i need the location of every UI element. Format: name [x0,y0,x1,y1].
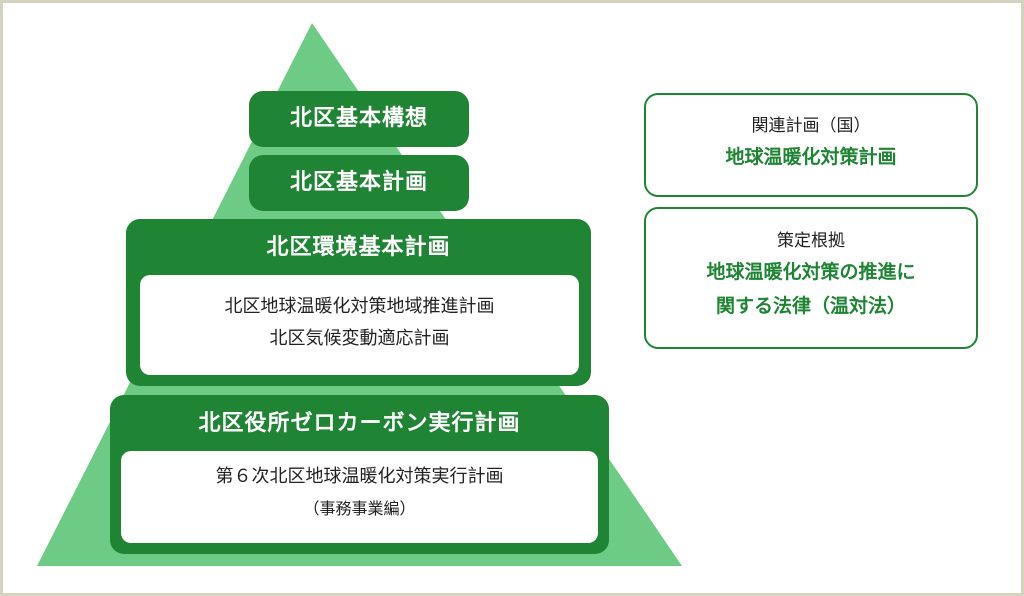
basis-value-line: 関する法律（温対法） [715,295,906,317]
related-label: 関連計画（国） [751,116,871,136]
related-plan-box: 関連計画（国） 地球温暖化対策計画 [644,93,978,197]
level-label: 北区基本計画 [289,170,428,195]
basis-label: 策定根拠 [777,231,845,251]
level-environment-plan: 北区環境基本計画 北区地球温暖化対策地域推進計画 北区気候変動適応計画 [126,219,591,386]
legal-basis-box: 策定根拠 地球温暖化対策の推進に 関する法律（温対法） [644,207,978,349]
item: 北区気候変動適応計画 [269,328,450,349]
level-items: 北区地球温暖化対策地域推進計画 北区気候変動適応計画 [140,275,579,375]
basis-value-line: 地球温暖化対策の推進に [706,261,916,283]
level-basic-concept: 北区基本構想 [249,91,469,147]
level-title: 北区環境基本計画 [266,235,451,260]
item: （事務事業編） [303,499,416,518]
level-zero-carbon-plan: 北区役所ゼロカーボン実行計画 第６次北区地球温暖化対策実行計画 （事務事業編） [110,395,609,554]
level-items: 第６次北区地球温暖化対策実行計画 （事務事業編） [121,451,598,543]
item: 第６次北区地球温暖化対策実行計画 [215,466,504,487]
item: 北区地球温暖化対策地域推進計画 [224,296,495,317]
related-value: 地球温暖化対策計画 [725,146,897,168]
level-basic-plan: 北区基本計画 [249,155,469,211]
level-label: 北区基本構想 [289,106,428,131]
level-title: 北区役所ゼロカーボン実行計画 [198,411,521,436]
